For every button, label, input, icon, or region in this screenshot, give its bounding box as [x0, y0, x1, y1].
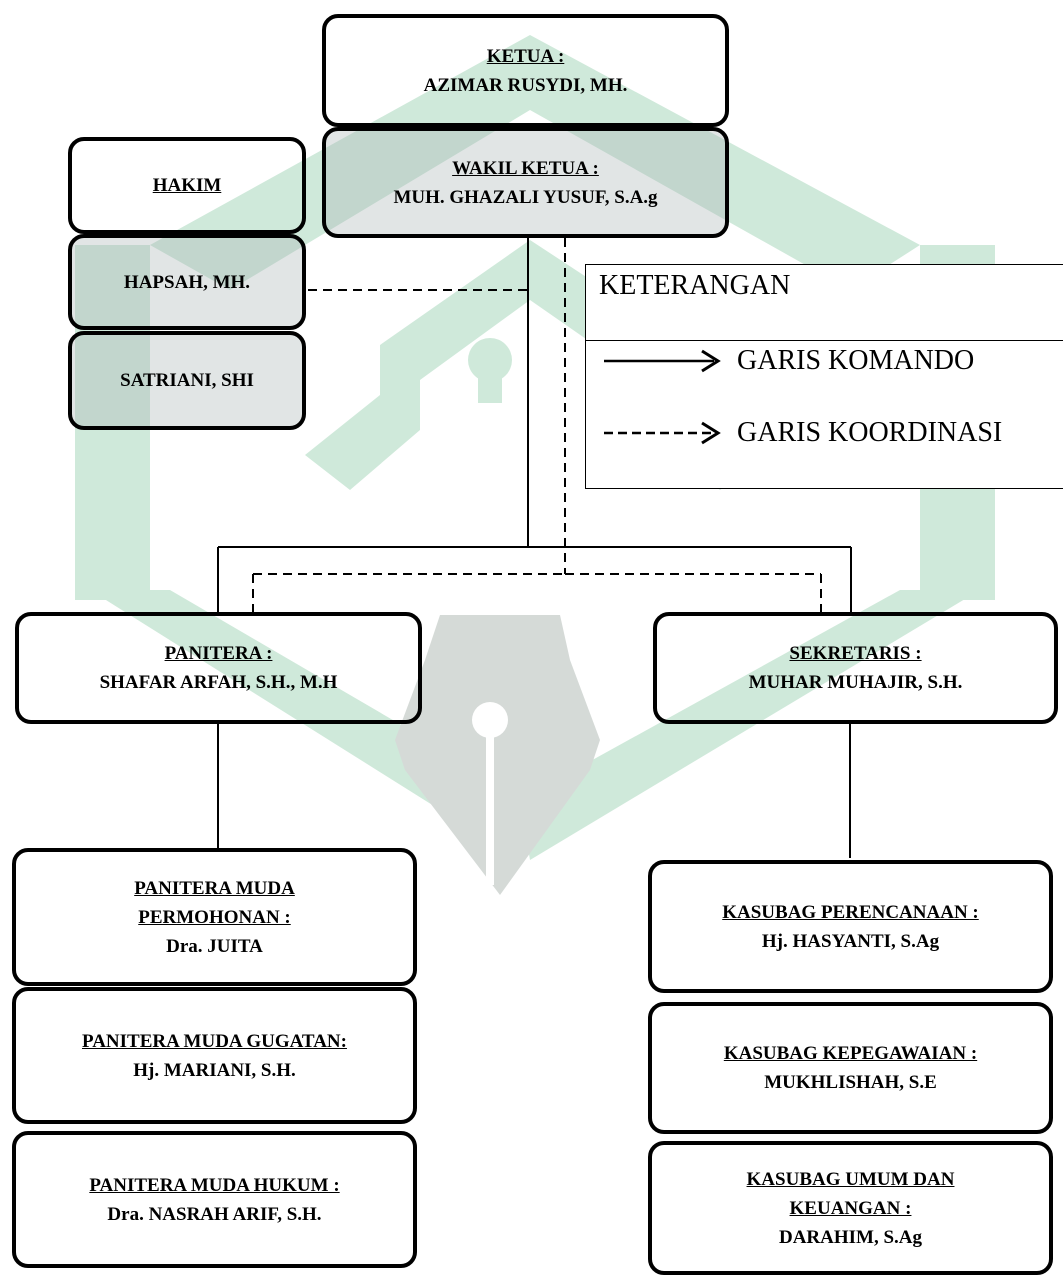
panitera-name: SHAFAR ARFAH, S.H., M.H — [99, 672, 338, 693]
ketua-name: AZIMAR RUSYDI, MH. — [423, 74, 628, 96]
legend-divider — [586, 340, 1063, 341]
sekretaris-title: SEKRETARIS : — [789, 643, 922, 664]
umum-name: DARAHIM, S.Ag — [778, 1226, 923, 1248]
hakim-member-name: SATRIANI, SHI — [120, 370, 254, 391]
panitera-muda-permohonan-box: PANITERA MUDA PERMOHONAN : Dra. JUITA — [12, 848, 417, 986]
legend-title: KETERANGAN — [599, 270, 791, 301]
dashed-arrow-icon — [604, 421, 721, 445]
perencanaan-title: KASUBAG PERENCANAAN : — [722, 901, 979, 923]
panitera-title: PANITERA : — [164, 643, 273, 664]
legend-label-komando: GARIS KOMANDO — [737, 345, 975, 376]
kasubag-perencanaan-box: KASUBAG PERENCANAAN : Hj. HASYANTI, S.Ag — [648, 860, 1053, 993]
umum-title-line1: KASUBAG UMUM DAN — [746, 1168, 955, 1190]
solid-arrow-icon — [604, 349, 721, 373]
permohonan-title-line1: PANITERA MUDA — [134, 877, 295, 899]
ketua-box: KETUA : AZIMAR RUSYDI, MH. — [322, 14, 729, 127]
sekretaris-name: MUHAR MUHAJIR, S.H. — [748, 672, 963, 693]
kepegawaian-name: MUKHLISHAH, S.E — [764, 1072, 937, 1093]
hakim-title: HAKIM — [152, 175, 222, 196]
wakil-ketua-box: WAKIL KETUA : MUH. GHAZALI YUSUF, S.A.g — [322, 127, 729, 238]
permohonan-title-line2: PERMOHONAN : — [138, 906, 291, 928]
wakil-ketua-title: WAKIL KETUA : — [452, 157, 599, 179]
hakim-member-name: HAPSAH, MH. — [123, 271, 251, 293]
perencanaan-name: Hj. HASYANTI, S.Ag — [761, 930, 940, 952]
legend-box: KETERANGAN GARIS KOMANDO GARIS KOORDINAS… — [585, 264, 1063, 489]
sekretaris-box: SEKRETARIS : MUHAR MUHAJIR, S.H. — [653, 612, 1058, 724]
hakim-member-box: SATRIANI, SHI — [68, 331, 306, 430]
kasubag-umum-keuangan-box: KASUBAG UMUM DAN KEUANGAN : DARAHIM, S.A… — [648, 1141, 1053, 1275]
hukum-title: PANITERA MUDA HUKUM : — [89, 1174, 340, 1196]
kasubag-kepegawaian-box: KASUBAG KEPEGAWAIAN : MUKHLISHAH, S.E — [648, 1002, 1053, 1134]
gugatan-title: PANITERA MUDA GUGATAN: — [82, 1030, 347, 1052]
gugatan-name: Hj. MARIANI, S.H. — [133, 1059, 296, 1081]
panitera-muda-hukum-box: PANITERA MUDA HUKUM : Dra. NASRAH ARIF, … — [12, 1131, 417, 1268]
legend-label-koordinasi: GARIS KOORDINASI — [737, 417, 1003, 448]
hukum-name: Dra. NASRAH ARIF, S.H. — [107, 1203, 322, 1225]
umum-title-line2: KEUANGAN : — [789, 1197, 912, 1219]
permohonan-name: Dra. JUITA — [166, 935, 263, 957]
panitera-muda-gugatan-box: PANITERA MUDA GUGATAN: Hj. MARIANI, S.H. — [12, 987, 417, 1124]
ketua-title: KETUA : — [486, 45, 565, 67]
hakim-box: HAKIM — [68, 137, 306, 234]
panitera-box: PANITERA : SHAFAR ARFAH, S.H., M.H — [15, 612, 422, 724]
legend-item-koordinasi: GARIS KOORDINASI — [602, 413, 1002, 453]
wakil-ketua-name: MUH. GHAZALI YUSUF, S.A.g — [393, 186, 658, 208]
kepegawaian-title: KASUBAG KEPEGAWAIAN : — [723, 1043, 978, 1064]
hakim-member-box: HAPSAH, MH. — [68, 234, 306, 330]
legend-item-komando: GARIS KOMANDO — [602, 341, 974, 381]
